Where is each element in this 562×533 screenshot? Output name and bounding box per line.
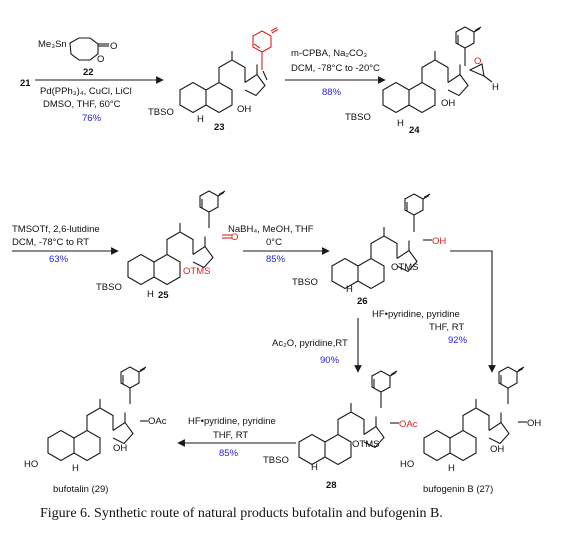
reagent-22-label: 22	[83, 67, 94, 78]
reagent-22-ring-o: O	[97, 54, 104, 65]
step-7-conditions-line-2: THF, RT	[213, 430, 248, 441]
compound-27-h: H	[448, 463, 455, 474]
compound-23-label: 23	[214, 122, 225, 133]
compound-25-otms: OTMS	[183, 266, 210, 277]
compound-28-label: 28	[326, 480, 337, 491]
step-7-conditions-line-1: HF•pyridine, pyridine	[188, 416, 276, 427]
step-6-conditions-line-1: Ac₂O, pyridine,RT	[272, 338, 348, 349]
compound-26-structure	[331, 193, 432, 290]
step-1-conditions-line-2: DMSO, THF, 60°C	[43, 99, 121, 110]
compound-26-tbso: TBSO	[292, 277, 318, 288]
reagent-22-structure: Me₃Sn O O	[38, 37, 117, 65]
reagent-22-carbonyl-o: O	[110, 41, 117, 52]
compound-29-label: bufotalin (29)	[53, 484, 108, 495]
compound-25-label: 25	[158, 290, 169, 301]
compound-23-h: H	[197, 114, 204, 125]
compound-27-oh: OH	[490, 444, 504, 455]
compound-26-otms: OTMS	[391, 262, 418, 273]
arrow-step-5	[450, 250, 496, 373]
compound-29-h: H	[72, 463, 79, 474]
step-7-yield: 85%	[219, 448, 239, 459]
step-5-yield: 92%	[448, 335, 468, 346]
compound-27-structure	[423, 366, 527, 462]
step-4-conditions-line-2: 0°C	[266, 237, 282, 248]
compound-29-ho: HO	[24, 459, 38, 470]
compound-28-oac: OAc	[399, 419, 418, 430]
step-3-conditions-line-2: DCM, -78°C to RT	[12, 237, 89, 248]
figure-caption: Figure 6. Synthetic route of natural pro…	[40, 506, 443, 521]
step-2-yield: 88%	[322, 87, 342, 98]
compound-24-structure	[382, 26, 493, 114]
compound-26-label: 26	[357, 296, 368, 307]
compound-28-structure	[298, 370, 399, 466]
compound-24-label: 24	[409, 125, 420, 136]
compound-28-h: H	[311, 462, 318, 473]
step-4-yield: 85%	[266, 254, 286, 265]
compound-25-tbso: TBSO	[96, 282, 122, 293]
compound-26-oh: OH	[432, 236, 446, 247]
compound-25-h: H	[147, 289, 154, 300]
step-3-yield: 63%	[49, 254, 69, 265]
compound-28-tbso: TBSO	[263, 455, 289, 466]
compound-29-oh: OH	[113, 443, 127, 454]
compound-27-oh-side: OH	[527, 418, 541, 429]
compound-24-h: H	[492, 82, 499, 93]
step-4-conditions-line-1: NaBH₄, MeOH, THF	[228, 224, 314, 235]
step-1-yield: 76%	[82, 113, 102, 124]
step-2-conditions-line-1: m-CPBA, Na₂CO₃	[291, 48, 367, 59]
compound-25-structure	[127, 190, 232, 286]
compound-26-h: H	[346, 284, 353, 295]
stannyl-group-label: Me₃Sn	[38, 39, 67, 50]
compound-24-ring-h: H	[397, 118, 404, 129]
compound-23-oh: OH	[237, 104, 251, 115]
compound-23-structure	[179, 27, 279, 114]
compound-24-tbso: TBSO	[345, 112, 371, 123]
compound-29-structure	[47, 366, 148, 462]
compound-21-label: 21	[20, 78, 31, 89]
compound-23-tbso: TBSO	[148, 107, 174, 118]
compound-24-epoxide-o: O	[474, 56, 481, 67]
step-2-conditions-line-2: DCM, -78°C to -20°C	[291, 63, 380, 74]
compound-27-ho: HO	[400, 459, 414, 470]
step-3-conditions-line-1: TMSOTf, 2,6-lutidine	[12, 224, 100, 235]
step-5-conditions-line-1: HF•pyridine, pyridine	[372, 309, 460, 320]
compound-28-otms: OTMS	[352, 439, 379, 450]
compound-25-keto: O	[231, 232, 238, 243]
step-6-yield: 90%	[320, 355, 340, 366]
compound-27-label: bufogenin B (27)	[423, 484, 493, 495]
compound-29-oac: OAc	[148, 416, 167, 427]
step-1-conditions-line-1: Pd(PPh₃)₄, CuCl, LiCl	[40, 86, 132, 97]
step-5-conditions-line-2: THF, RT	[429, 322, 464, 333]
compound-24-oh: OH	[441, 98, 455, 109]
